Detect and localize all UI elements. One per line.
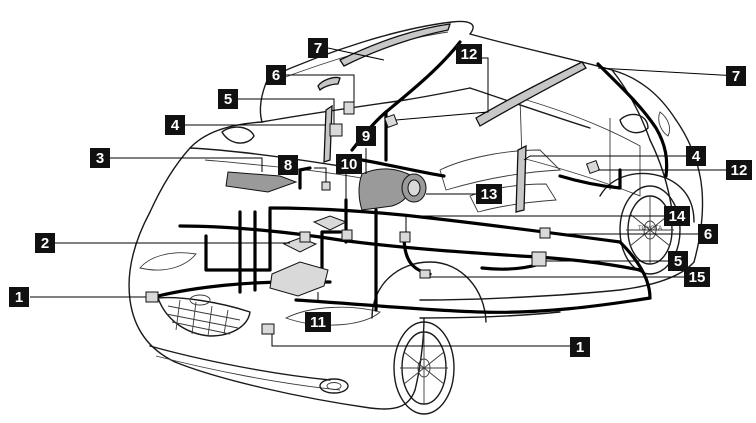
label-1-front-left: 1: [9, 287, 29, 307]
label-1-front-right: 1: [570, 337, 590, 357]
seat-side-airbag-front: [323, 104, 333, 163]
connector-misc-a: [299, 231, 311, 243]
label-8: 8: [278, 155, 298, 175]
svg-text:6: 6: [272, 67, 280, 84]
connector-6-rear: [539, 227, 551, 239]
connector-12-rear: [585, 159, 601, 175]
front-sensor-right: [261, 323, 275, 335]
side-sensor-rear: [531, 251, 547, 267]
svg-text:6: 6: [704, 226, 712, 243]
airbag-ecu: [269, 261, 329, 297]
connector-15: [419, 269, 431, 279]
label-4-rear: 4: [686, 146, 706, 166]
svg-text:8: 8: [284, 157, 292, 174]
front-wheel: [393, 321, 455, 415]
connector-8: [321, 181, 331, 191]
svg-text:12: 12: [731, 162, 748, 179]
label-9: 9: [356, 126, 376, 146]
svg-text:4: 4: [692, 148, 701, 165]
label-2: 2: [35, 233, 55, 253]
side-sensor-front: [329, 123, 343, 137]
label-6-rear: 6: [698, 224, 718, 244]
svg-text:7: 7: [314, 40, 322, 57]
svg-text:5: 5: [224, 91, 232, 108]
seat-side-airbag-rear: [515, 144, 527, 213]
svg-text:3: 3: [96, 150, 104, 167]
label-14: 14: [664, 206, 690, 226]
label-13: 13: [476, 184, 502, 204]
svg-text:14: 14: [669, 208, 686, 225]
front-sensor-left: [145, 291, 159, 303]
connector-14: [399, 231, 411, 243]
svg-text:7: 7: [732, 68, 740, 85]
curtain-airbag-front-roof: [339, 23, 451, 67]
grille-mesh: [165, 299, 241, 337]
knee-airbag: [225, 171, 298, 193]
srs-components: [145, 23, 601, 335]
label-5-rear: 5: [668, 251, 688, 271]
label-4-front: 4: [165, 115, 185, 135]
center-module-b: [312, 215, 348, 231]
svg-text:15: 15: [689, 269, 706, 286]
svg-text:1: 1: [576, 339, 584, 356]
svg-text:10: 10: [341, 156, 358, 173]
label-12-right: 12: [726, 160, 752, 180]
svg-text:12: 12: [461, 46, 478, 63]
label-7-rear: 7: [726, 66, 746, 86]
curtain-airbag-small: [317, 76, 341, 92]
svg-text:9: 9: [362, 128, 370, 145]
svg-text:5: 5: [674, 253, 682, 270]
connector-6-front: [343, 101, 355, 115]
car-body-outline: TOYOTA: [128, 20, 704, 415]
label-11: 11: [305, 312, 331, 332]
curtain-airbag-side-roof: [475, 61, 587, 127]
label-15: 15: [684, 267, 710, 287]
svg-text:4: 4: [171, 117, 180, 134]
label-6-front: 6: [266, 65, 286, 85]
svg-text:13: 13: [481, 186, 498, 203]
label-tags: 1 1 2 3 4 4 5 5 6 6 7 7: [9, 38, 752, 357]
svg-text:2: 2: [41, 235, 49, 252]
label-12-top: 12: [456, 44, 482, 64]
label-7-front: 7: [308, 38, 328, 58]
svg-text:1: 1: [15, 289, 23, 306]
wheel-brand-text: TOYOTA: [638, 226, 662, 232]
leader-lines: [30, 47, 739, 347]
connector-12-roof: [383, 113, 399, 129]
rear-wheel: TOYOTA: [619, 185, 681, 275]
svg-text:11: 11: [310, 314, 326, 331]
label-10: 10: [336, 154, 362, 174]
connector-10: [341, 229, 353, 241]
label-3: 3: [90, 148, 110, 168]
label-5-front: 5: [218, 89, 238, 109]
